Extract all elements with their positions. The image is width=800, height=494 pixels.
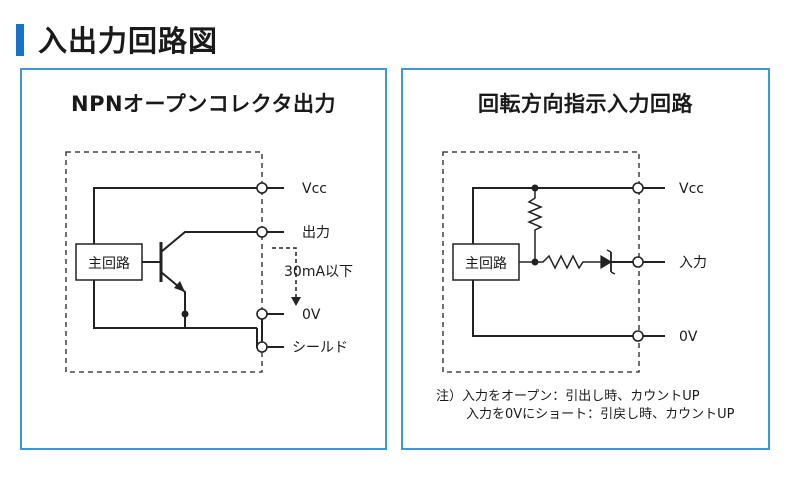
zero-v-terminal [632,330,644,342]
vcc-terminal [256,182,268,194]
vcc-label: Vcc [679,181,704,197]
vcc-label: Vcc [302,181,327,197]
shield-label: シールド [292,340,348,356]
vcc-junction-dot [531,184,539,192]
emitter-arrow-icon [174,281,185,292]
current-arrow-icon [291,297,301,306]
zero-v-wire [472,280,633,337]
output-label: 出力 [302,225,330,241]
input-label: 入力 [679,255,707,271]
collector-wire [160,231,257,253]
vcc-wire [93,187,257,244]
current-limit-label: 30mA以下 [284,264,353,280]
npn-output-panel: NPNオープンコレクタ出力 [20,68,387,450]
series-resistor [519,254,601,270]
input-terminal [632,256,644,268]
current-flow-dashed-line [272,247,297,298]
zero-v-label: 0V [302,307,321,323]
npn-output-circuit: 主回路 Vcc 出力 30mA以下 0V シールド [65,151,353,373]
main-circuit-label: 主回路 [465,256,507,272]
vcc-terminal [632,182,644,194]
direction-input-panel: 回転方向指示入力回路 [401,68,770,450]
direction-input-panel-title: 回転方向指示入力回路 [478,92,693,116]
note-short-input: 入力を0Vにショート：引戻し時、カウントUP [466,407,735,422]
direction-input-circuit: 主回路 Vcc 入力 0V [442,151,707,373]
diode-icon [600,254,613,270]
zero-v-terminal [256,308,268,320]
note-open-input: 注）入力をオープン：引出し時、カウントUP [436,389,700,404]
header-accent-bar [16,24,24,56]
emitter-wire [160,271,186,328]
vcc-wire [472,187,633,244]
output-terminal [256,226,268,238]
input-junction-dot [531,258,539,266]
sensor-boundary-box [65,151,263,373]
junction-dot [181,310,189,318]
main-circuit-label: 主回路 [88,256,130,272]
npn-output-panel-title: NPNオープンコレクタ出力 [71,92,336,116]
pull-up-resistor [527,188,543,262]
shield-terminal [256,341,268,353]
zero-v-label: 0V [679,329,698,345]
page-title: 入出力回路図 [38,24,219,58]
zero-v-wire [93,280,257,329]
